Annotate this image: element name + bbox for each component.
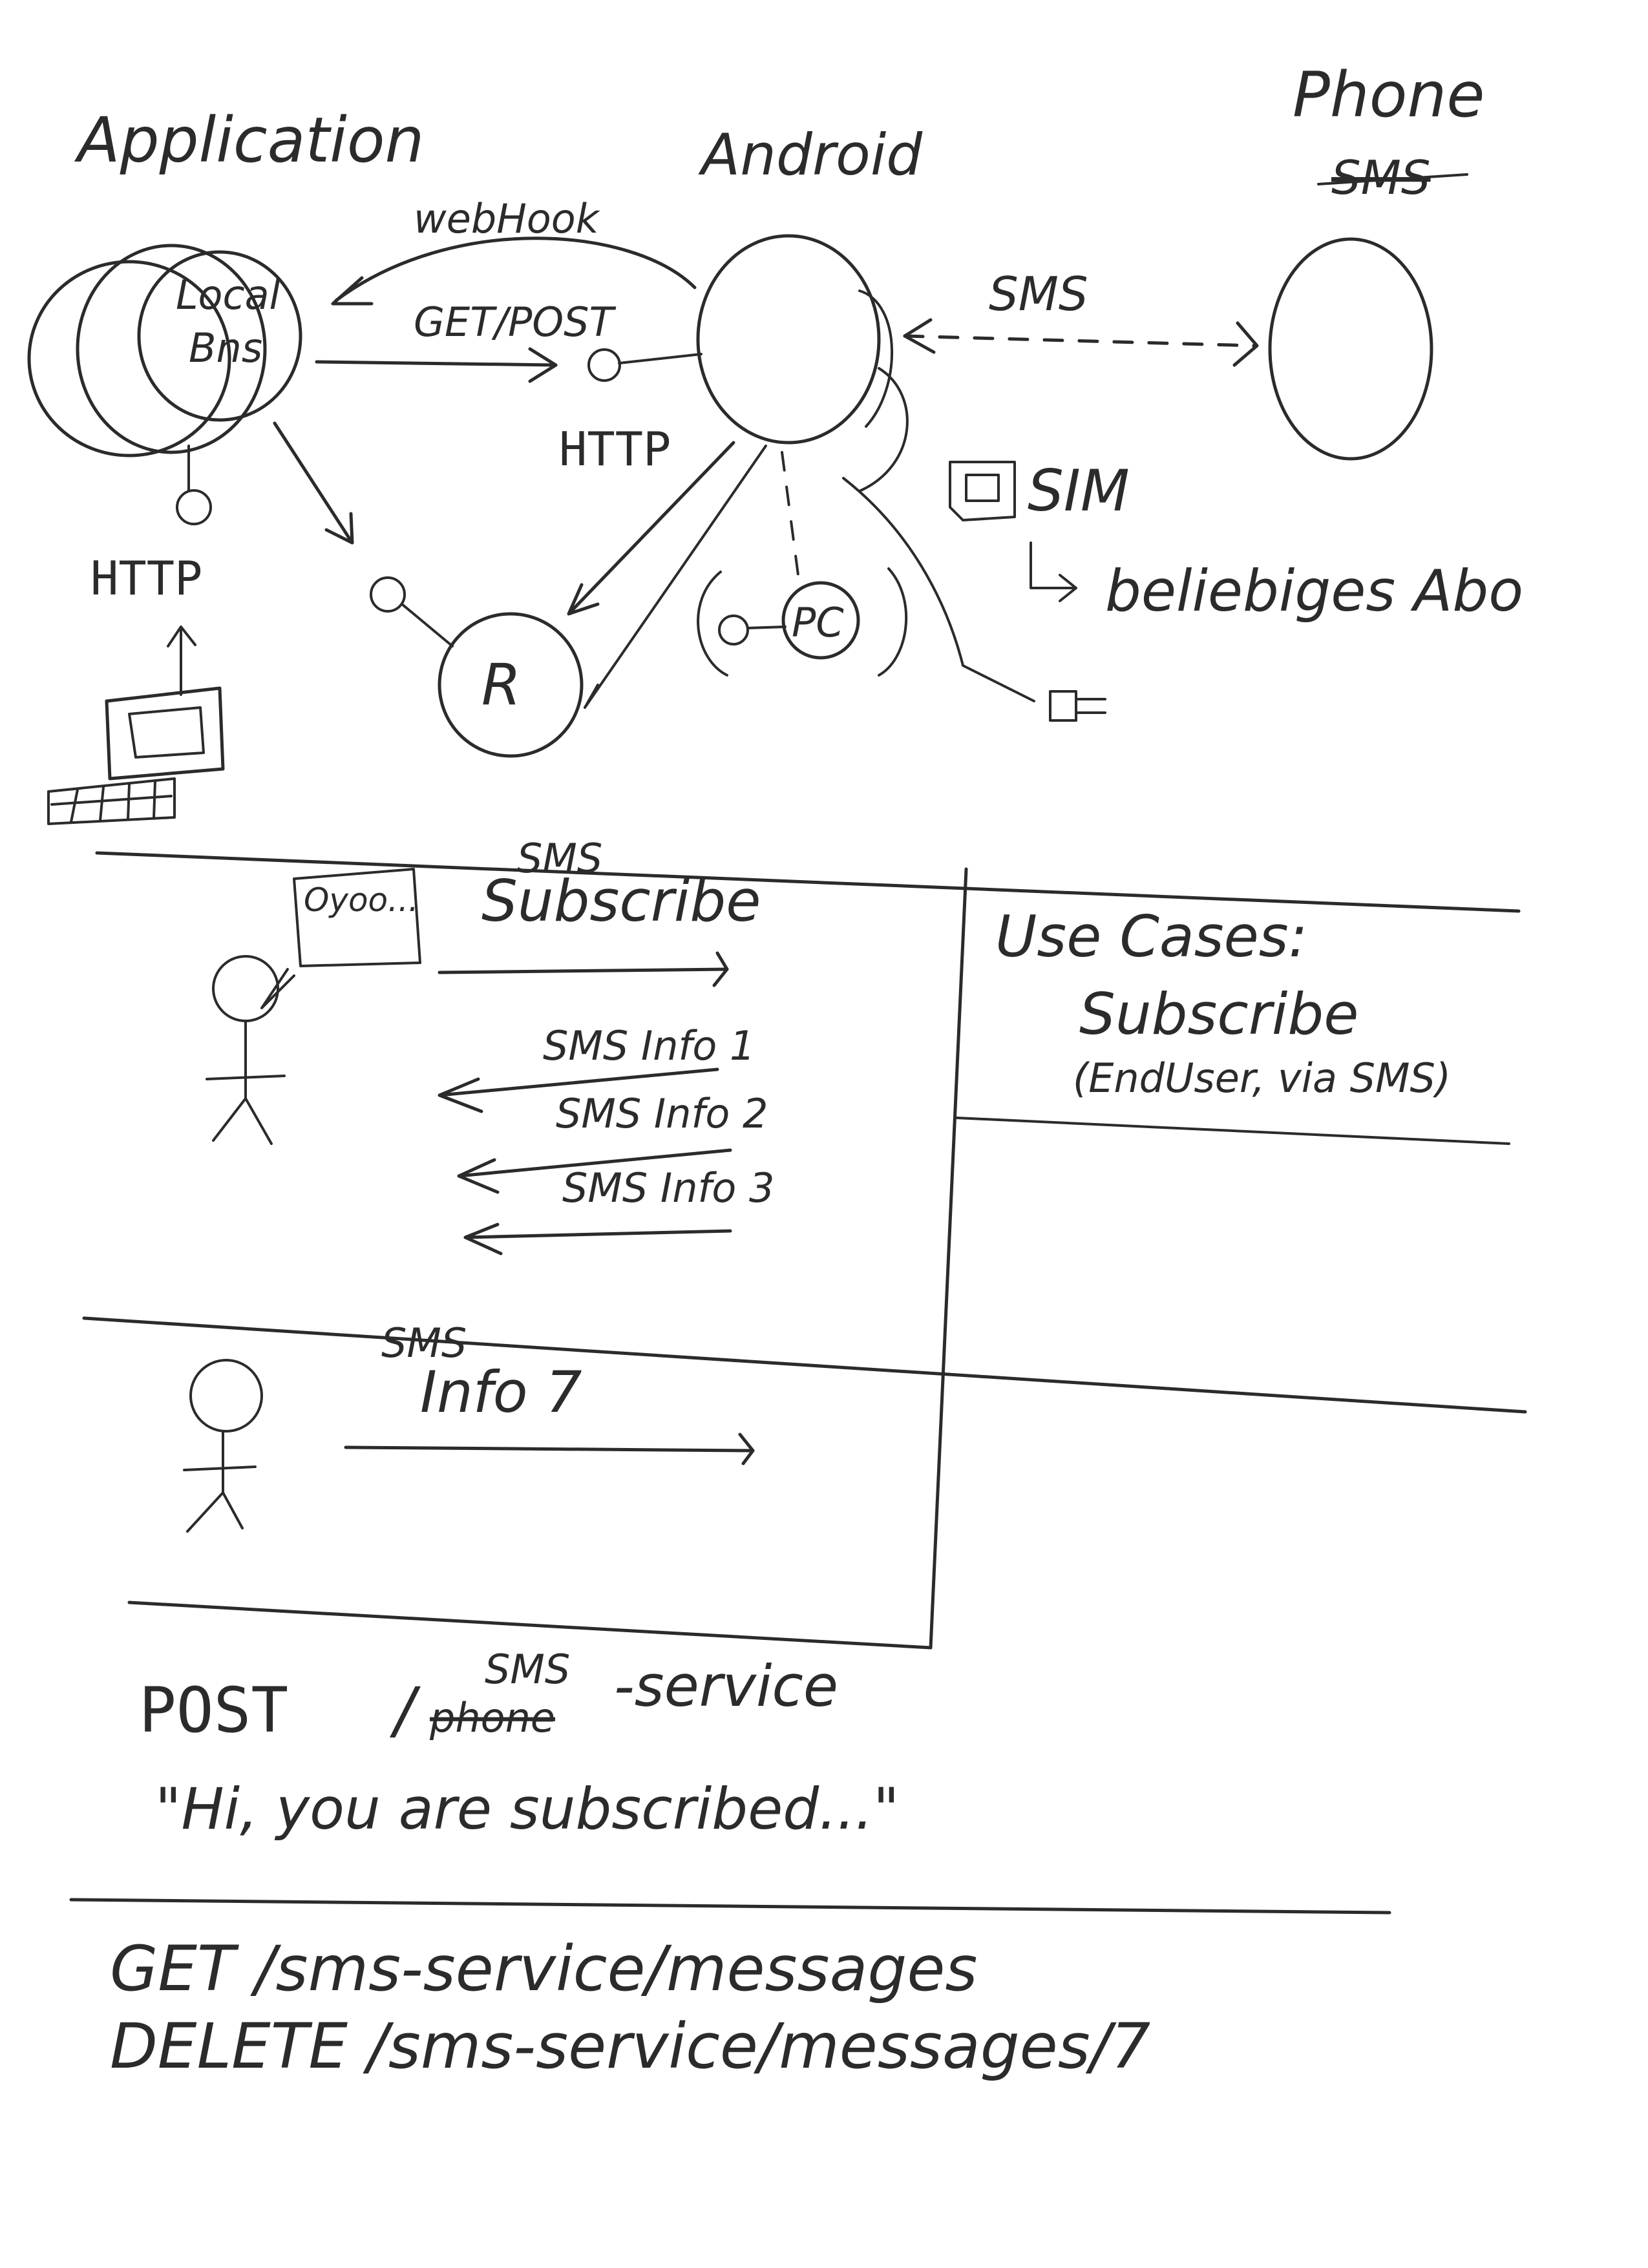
r-interface-line	[401, 603, 454, 647]
application-to-r-arrow	[273, 421, 354, 545]
application-label: Application	[74, 104, 424, 176]
r-interface-port	[370, 576, 406, 613]
local-bns-label: Bns	[189, 324, 262, 372]
pc-node	[697, 567, 908, 677]
sim-label: SIM	[1028, 457, 1130, 524]
pc-interface-line	[746, 625, 787, 629]
use-case-subscribe: Subscribe	[1079, 981, 1358, 1047]
subscribe-arrowhead	[712, 951, 729, 987]
api-separator-line	[69, 1898, 1391, 1915]
http-mid-label: HTTP	[559, 422, 671, 476]
android-http-port	[587, 348, 621, 382]
sms-link	[903, 334, 1256, 348]
power-cable	[842, 477, 1035, 702]
info3-arrow	[463, 1223, 732, 1255]
getpost-arrow	[315, 360, 558, 367]
application-node	[27, 244, 302, 457]
user-figure-2	[183, 1359, 263, 1533]
webhook-label: webHook	[414, 195, 600, 242]
user-figure-1	[206, 955, 286, 1145]
android-http-port-line	[618, 353, 703, 364]
info7-arrow	[344, 1445, 755, 1453]
post-path-prefix: /	[389, 1674, 421, 1747]
android-to-r-arrow-2	[584, 445, 767, 709]
power-plug-icon	[1049, 690, 1106, 722]
post-method: POST	[139, 1674, 288, 1747]
android-to-r-arrow-1	[567, 441, 735, 616]
local-label: Local	[176, 271, 280, 319]
table-top-line	[95, 851, 1521, 913]
use-cases-title: Use Cases:	[995, 903, 1307, 970]
post-path-correction: SMS	[485, 1646, 570, 1693]
phone-label: Phone	[1293, 59, 1484, 131]
post-body: "Hi, you are subscribed..."	[155, 1776, 900, 1842]
android-node	[696, 234, 909, 492]
sim-abo-arrow	[1030, 541, 1077, 602]
sim-card-icon	[949, 461, 1016, 521]
get-endpoint: GET /sms-service/messages	[110, 1933, 977, 2005]
abo-label: beliebiges Abo	[1105, 558, 1523, 624]
webhook-arrowhead	[331, 276, 374, 306]
pc-label: PC	[792, 599, 844, 646]
scenario2-sms-label: SMS	[381, 1319, 467, 1367]
application-interface-port	[176, 489, 212, 525]
speech-bubble-text: Oyoo...	[304, 881, 419, 919]
info2-label: SMS Info 2	[556, 1090, 768, 1137]
phone-strike-line	[1317, 173, 1468, 185]
pc-interface-port	[718, 614, 749, 646]
android-label: Android	[698, 121, 923, 188]
table-bottom-line	[127, 1601, 933, 1650]
r-label: R	[481, 651, 521, 718]
usecase-underline	[955, 1117, 1510, 1145]
subscribe-label: Subscribe	[481, 868, 761, 934]
delete-endpoint: DELETE /sms-service/messages/7	[110, 2010, 1150, 2083]
getpost-arrowhead	[528, 347, 558, 383]
webhook-arrow	[334, 236, 697, 302]
info1-label: SMS Info 1	[543, 1022, 755, 1069]
table-divider-line	[929, 867, 968, 1650]
scenario1-sms-label: SMS	[517, 835, 602, 882]
post-path-struck: phone	[429, 1694, 555, 1741]
info3-label: SMS Info 3	[562, 1164, 774, 1212]
phone-node	[1268, 237, 1433, 461]
info7-label: Info 7	[420, 1359, 582, 1425]
android-to-pc-link	[781, 451, 799, 576]
post-path-suffix: -service	[614, 1653, 838, 1719]
sms-link-left-head	[903, 318, 936, 354]
table-middle-line	[82, 1316, 1527, 1414]
sms-link-label: SMS	[989, 267, 1088, 321]
info2-arrow	[457, 1148, 732, 1194]
subscribe-arrow	[438, 967, 729, 974]
http-left-label: HTTP	[90, 551, 202, 605]
laptop-icon	[47, 686, 225, 825]
use-case-subscribe-detail: (EndUser, via SMS)	[1073, 1055, 1451, 1102]
info7-arrowhead	[738, 1433, 755, 1465]
speech-bubble	[260, 868, 421, 1009]
r-node	[438, 612, 584, 758]
http-up-arrow	[167, 625, 196, 696]
info1-arrow	[438, 1067, 719, 1113]
sms-link-right-head	[1232, 321, 1259, 367]
getpost-label: GET/POST	[414, 299, 617, 346]
